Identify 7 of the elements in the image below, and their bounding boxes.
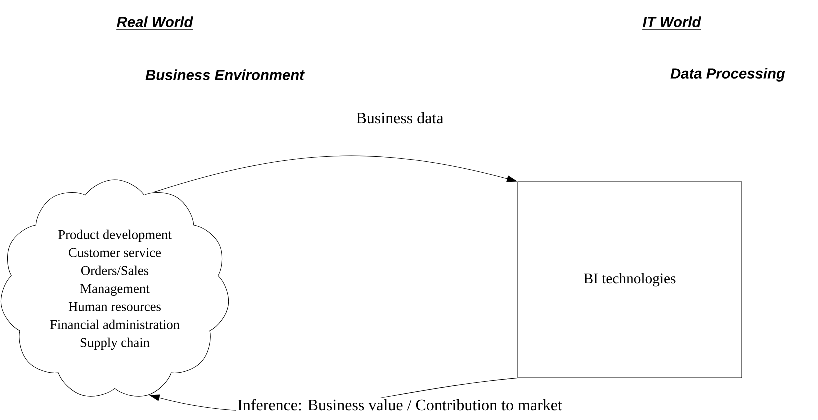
edge-label: Business data xyxy=(354,111,446,125)
process-box: BI technologies xyxy=(518,182,742,378)
subheading: Business Environment xyxy=(146,70,305,80)
heading: Real World xyxy=(116,16,194,30)
edge-label: Inference: Business value / Contribution to market xyxy=(236,398,564,412)
heading: IT World xyxy=(642,16,702,30)
subheading: Data Processing xyxy=(670,68,786,82)
